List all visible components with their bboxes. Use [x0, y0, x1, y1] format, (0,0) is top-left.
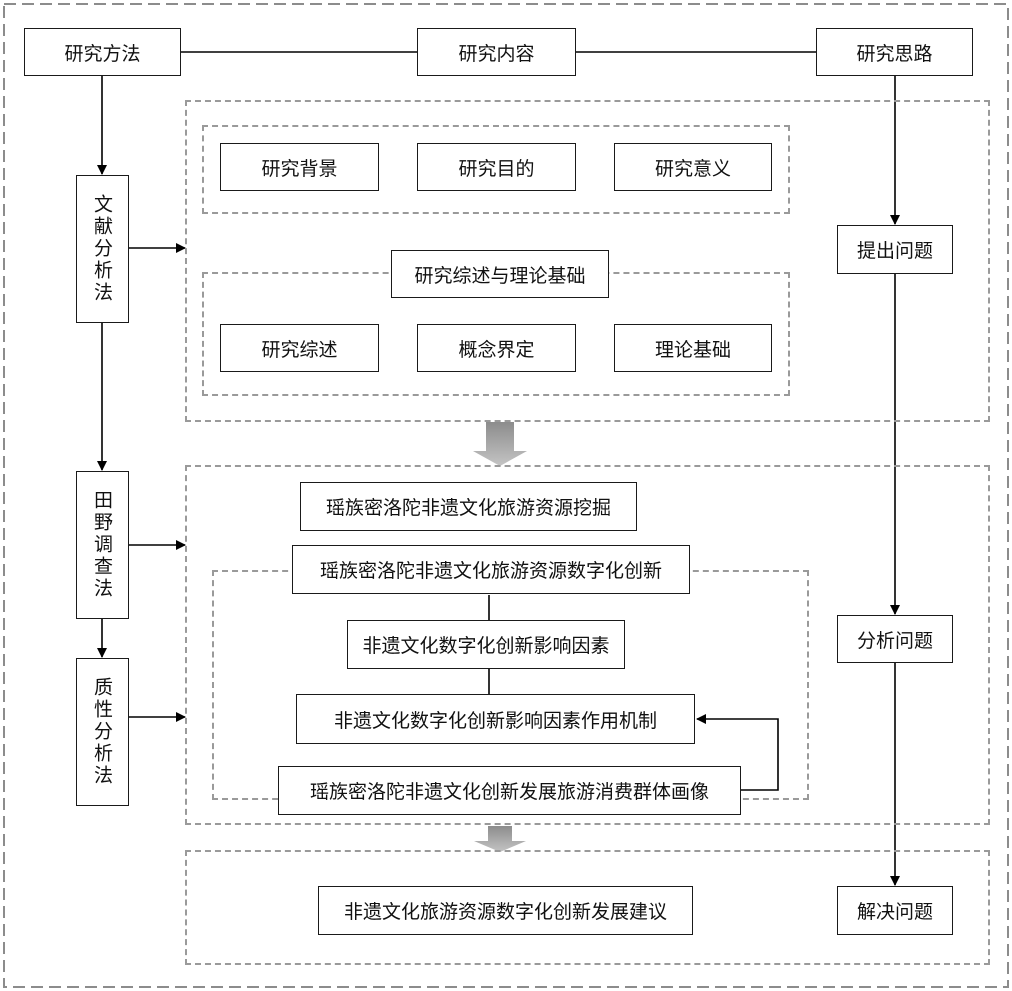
method-literature-analysis: 文献分析法 [76, 175, 129, 323]
research-significance: 研究意义 [614, 143, 772, 191]
review-and-theory-title: 研究综述与理论基础 [391, 250, 609, 298]
section1-region [185, 100, 990, 422]
section3-region [185, 850, 990, 965]
section2-region [185, 465, 990, 825]
resource-digital-innovation: 瑶族密洛陀非遗文化旅游资源数字化创新 [292, 545, 690, 594]
consumer-group-portrait: 瑶族密洛陀非遗文化创新发展旅游消费群体画像 [278, 766, 741, 815]
portrait-feedback-arrow [696, 714, 779, 791]
resource-mining: 瑶族密洛陀非遗文化旅游资源挖掘 [300, 482, 637, 531]
method-qualitative-analysis: 质性分析法 [76, 658, 129, 806]
literature-review: 研究综述 [220, 324, 379, 372]
method-field-survey: 田野调查法 [76, 471, 129, 619]
theoretical-basis: 理论基础 [614, 324, 772, 372]
development-suggestions: 非遗文化旅游资源数字化创新发展建议 [318, 886, 693, 935]
research-background: 研究背景 [220, 143, 379, 191]
concept-definition: 概念界定 [417, 324, 576, 372]
research-purpose: 研究目的 [417, 143, 576, 191]
block-arrow-section2-to-3 [474, 826, 526, 852]
header-approach: 研究思路 [816, 28, 973, 76]
section1-intro-group [202, 125, 790, 214]
header-methods: 研究方法 [24, 28, 181, 76]
outer-frame [3, 3, 1009, 988]
header-content: 研究内容 [417, 28, 576, 76]
factors-mechanism: 非遗文化数字化创新影响因素作用机制 [296, 694, 695, 744]
analyze-question: 分析问题 [837, 615, 953, 663]
solve-question: 解决问题 [837, 886, 953, 935]
innovation-influencing-factors: 非遗文化数字化创新影响因素 [347, 620, 625, 669]
block-arrow-section1-to-2 [473, 422, 527, 466]
raise-question: 提出问题 [837, 225, 953, 274]
